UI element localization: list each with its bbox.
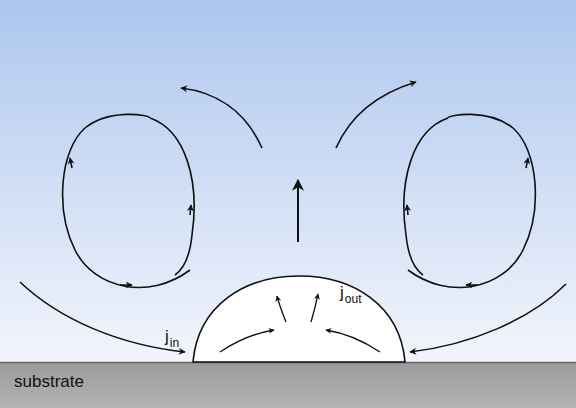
flux-symbol: j <box>340 283 344 302</box>
substrate-band: substrate <box>0 363 576 408</box>
jout-arrow <box>311 294 318 322</box>
vortex-arrow <box>466 284 478 286</box>
vortex-loop <box>150 118 194 275</box>
flux-subscript: in <box>170 336 179 350</box>
plume-arrow <box>297 180 299 242</box>
inflow-arrow <box>20 282 185 352</box>
vortex-loop <box>408 114 535 287</box>
vortex-arrow <box>70 158 72 168</box>
flux-label: jout <box>340 283 361 303</box>
vortex-loop <box>63 114 190 287</box>
internal-flow <box>326 330 380 352</box>
flow-arrow <box>336 82 416 148</box>
vortex-arrow <box>526 158 528 168</box>
vortex-arrow <box>190 205 191 215</box>
air-region <box>0 0 576 362</box>
vortex-arrow <box>407 205 408 215</box>
substrate-label: substrate <box>14 372 562 392</box>
substrate-band <box>0 362 576 408</box>
vortex-loop <box>404 118 448 275</box>
flux-symbol: j <box>165 327 169 346</box>
flow-arrow <box>181 88 262 148</box>
flux-subscript: out <box>345 292 362 306</box>
flux-label: jin <box>165 327 179 347</box>
jout-arrow <box>277 296 286 322</box>
internal-flow <box>220 330 274 352</box>
vortex-arrow <box>120 284 132 286</box>
inflow-arrow <box>410 284 566 352</box>
droplet <box>193 276 405 362</box>
